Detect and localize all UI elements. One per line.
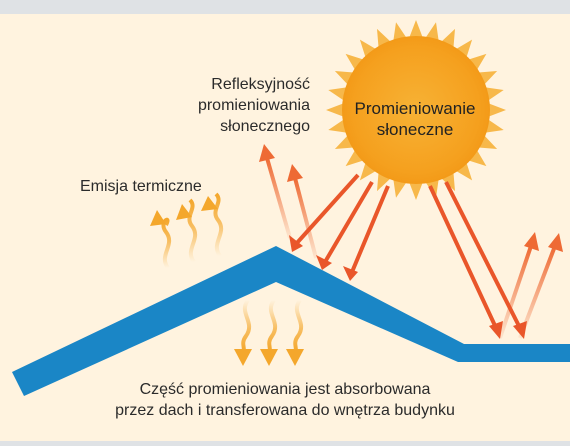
reflectivity-line-2: promieniowania xyxy=(197,97,310,114)
thermal-emission-arrows xyxy=(150,192,224,270)
incoming-ray-2 xyxy=(323,180,374,264)
emission-arrow-3 xyxy=(213,192,224,258)
absorbed-heat-arrows xyxy=(234,298,304,366)
absorbed-arrow-2-head xyxy=(260,349,278,366)
emission-arrow-1-head xyxy=(150,210,166,226)
incoming-ray-5-head xyxy=(513,321,527,339)
incoming-rays-left xyxy=(289,173,390,281)
absorbed-arrow-2 xyxy=(267,298,278,354)
pitched-roof xyxy=(12,246,570,396)
incoming-ray-1-head xyxy=(289,235,303,252)
sun-line-1: Promieniowanie xyxy=(354,99,476,118)
incoming-ray-5 xyxy=(444,181,523,331)
sun-line-2: słoneczne xyxy=(376,120,454,139)
emission-arrow-3-head xyxy=(201,196,218,211)
reflected-arrow-1 xyxy=(265,157,292,239)
sun-disk xyxy=(342,36,490,184)
absorption-label: Część promieniowania jest absorbowana pr… xyxy=(0,379,570,421)
absorbed-arrow-1-head xyxy=(234,349,252,366)
reflected-arrows-left xyxy=(259,144,318,259)
reflectivity-line-3: słonecznego xyxy=(220,118,310,135)
reflectivity-label: Refleksyjność promieniowania słonecznego xyxy=(150,74,310,137)
incoming-ray-2-head xyxy=(316,255,332,270)
reflected-arrow-1-head xyxy=(259,144,275,162)
incoming-rays-right xyxy=(428,181,527,339)
absorbed-arrow-3 xyxy=(293,298,304,354)
thermal-emission-label: Emisja termiczne xyxy=(80,178,202,195)
emission-arrow-1 xyxy=(161,217,172,270)
incoming-ray-4-head xyxy=(489,321,503,339)
reflectivity-line-1: Refleksyjność xyxy=(211,76,310,93)
sun-icon xyxy=(326,20,506,200)
emission-arrow-2-head xyxy=(176,204,192,220)
incoming-ray-1 xyxy=(294,173,360,246)
incoming-ray-3-head xyxy=(343,266,358,281)
reflected-arrow-3 xyxy=(498,245,533,339)
emission-arrow-2 xyxy=(187,198,198,264)
reflected-arrow-2-head xyxy=(287,164,303,182)
reflected-arrow-4-head xyxy=(548,233,563,252)
reflected-arrow-2 xyxy=(293,177,318,259)
absorption-line-2: przez dach i transferowana do wnętrza bu… xyxy=(115,402,455,419)
absorbed-arrow-3-head xyxy=(286,349,304,366)
incoming-ray-4 xyxy=(428,185,499,331)
reflected-arrow-3-head xyxy=(524,232,539,251)
absorbed-arrow-1 xyxy=(241,298,252,354)
incoming-ray-3 xyxy=(350,185,390,273)
absorption-line-1: Część promieniowania jest absorbowana xyxy=(139,381,431,398)
solar-radiation-label: Promieniowanie słoneczne xyxy=(330,98,500,140)
